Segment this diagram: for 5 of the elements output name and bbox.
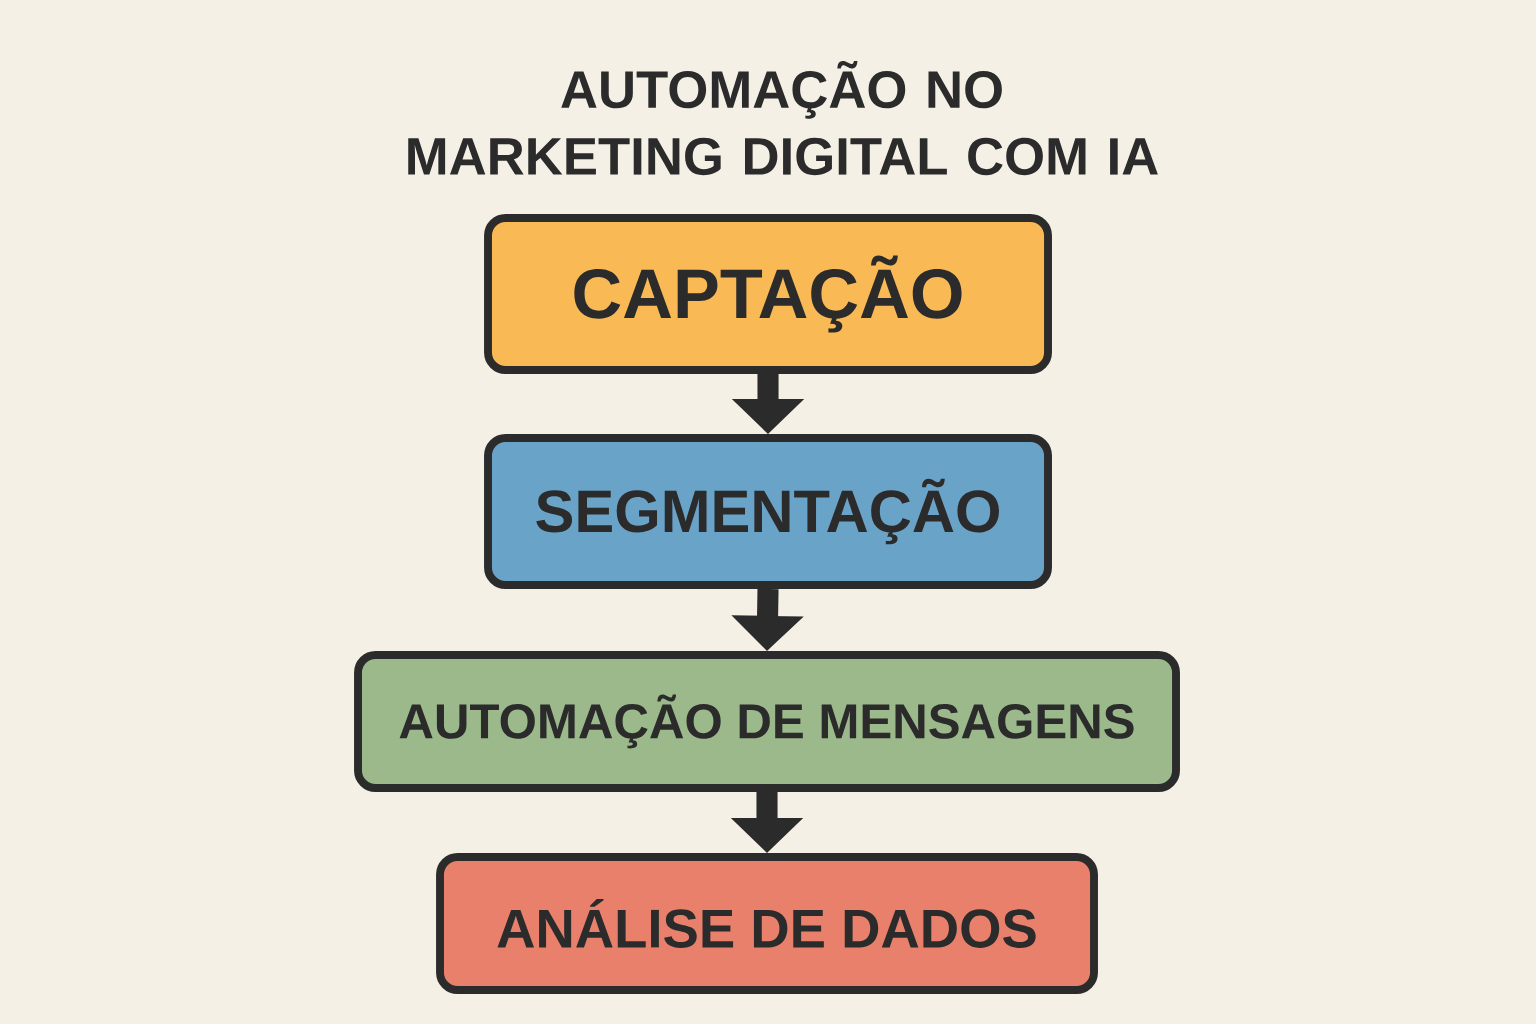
process-box: SEGMENTAÇÃO [484, 434, 1052, 589]
title: AUTOMAÇÃO NO MARKETING DIGITAL COM IA [408, 60, 1158, 176]
process-box: AUTOMAÇÃO DE MENSAGENS [354, 651, 1180, 792]
process-box: ANÁLISE DE DADOS [436, 853, 1098, 994]
process-box: CAPTAÇÃO [484, 214, 1052, 374]
